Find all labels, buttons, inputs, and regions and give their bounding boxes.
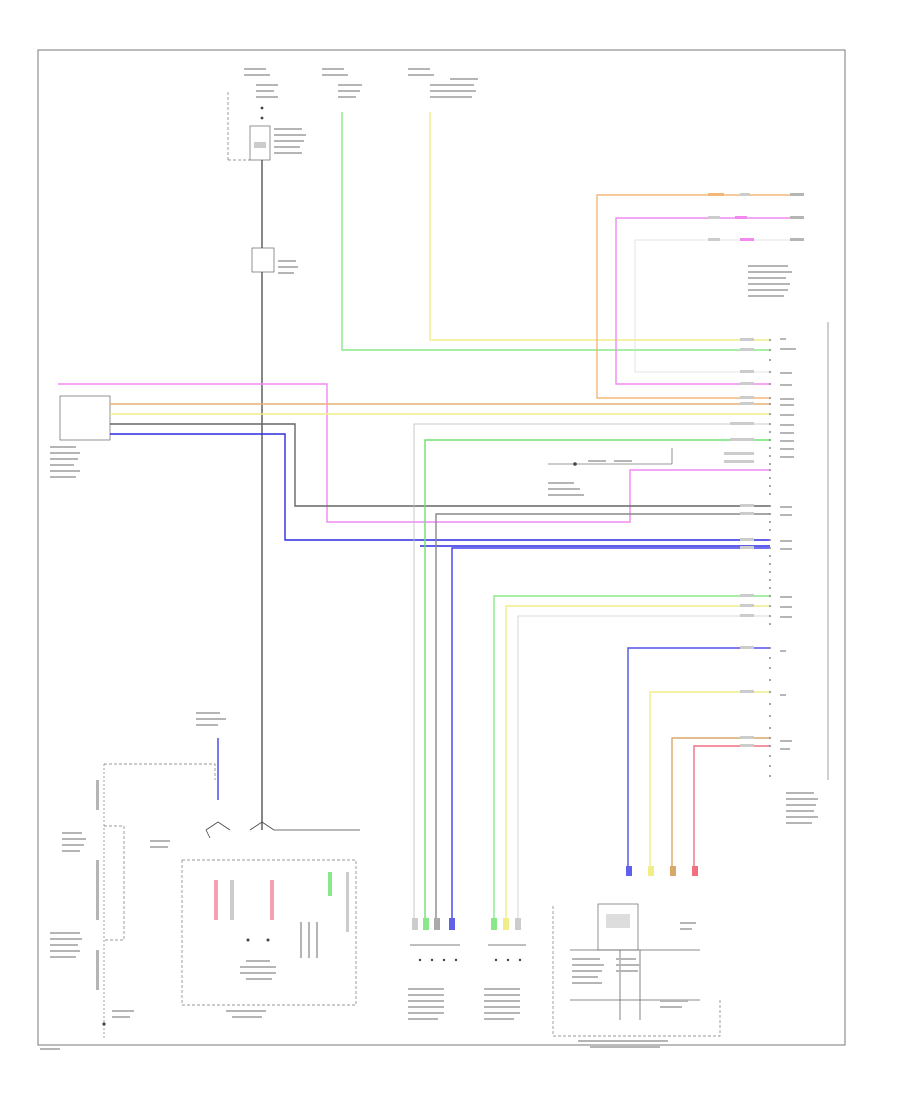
bottom-sensor-2 xyxy=(484,918,526,1020)
wire-tan-to-right-module xyxy=(671,737,770,870)
wire-magenta-top-right xyxy=(615,217,795,385)
wire-dark-mid xyxy=(110,423,770,507)
wire-gray-to-sensor1-a xyxy=(413,423,770,918)
wire-green-to-sensor2 xyxy=(493,595,770,918)
wire-gray-to-sensor1-b xyxy=(435,513,770,918)
steering-sensor-left xyxy=(50,395,111,478)
wire-magenta-left-loop xyxy=(58,383,770,523)
splice-center xyxy=(548,448,673,496)
wire-lightgray-top-right xyxy=(634,239,795,373)
wire-yellow-to-sensor2 xyxy=(505,605,770,918)
wire-yellow-to-right-module xyxy=(649,691,770,870)
wire-orange-top-right xyxy=(596,194,795,399)
right-connector-block xyxy=(724,322,829,824)
bottom-left-module xyxy=(50,763,216,1040)
wire-blue-to-sensor1 xyxy=(451,547,770,918)
bottom-right-module xyxy=(552,866,721,1048)
wire-red-to-right-module xyxy=(693,745,770,870)
fuse-block-top-left xyxy=(227,92,271,161)
right-connector-pins xyxy=(724,338,754,747)
wire-green-to-sensor1 xyxy=(424,439,770,918)
top-label-blocks xyxy=(244,68,478,274)
diagram-frame xyxy=(37,49,846,1046)
wire-green-top xyxy=(341,112,770,351)
right-connector-dots xyxy=(769,339,771,777)
wire-blue-mid xyxy=(110,433,770,541)
wire-blue-to-right-module xyxy=(627,647,770,870)
wire-yellow-top xyxy=(429,112,770,341)
page-number-mark xyxy=(40,1048,60,1050)
wire-lightgray-to-sensor2 xyxy=(517,615,770,918)
top-right-connectors xyxy=(708,193,804,241)
right-connector-labels xyxy=(780,338,818,824)
relay-box xyxy=(251,247,275,273)
bottom-sensor-1 xyxy=(408,918,460,1020)
bottom-center-module xyxy=(150,712,360,1018)
right-upper-label-block xyxy=(748,265,792,297)
